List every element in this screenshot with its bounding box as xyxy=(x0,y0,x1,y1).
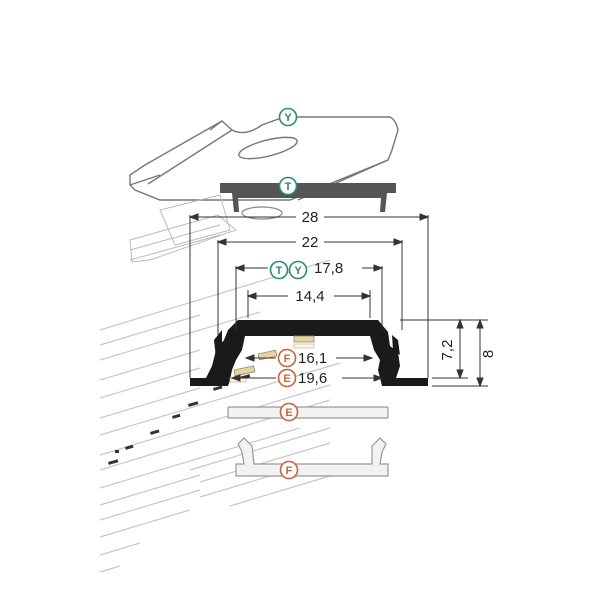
dim-8-label: 8 xyxy=(480,350,497,358)
badge-e-diffuser: E xyxy=(279,402,299,422)
badge-e-dim: E xyxy=(277,368,297,388)
badge-e-dim-label: E xyxy=(283,373,290,385)
badge-y-top-label: Y xyxy=(284,112,292,124)
diffuser-e xyxy=(227,406,389,419)
badge-f-diffuser-label: F xyxy=(286,465,293,477)
dim-14-4-label: 14,4 xyxy=(295,288,324,305)
dim-7-2-label: 7,2 xyxy=(439,340,456,361)
dimension-lines xyxy=(188,213,488,388)
perspective-lines xyxy=(99,259,341,573)
main-profile xyxy=(190,320,428,386)
dim-19-6-label: 19,6 xyxy=(298,370,327,387)
badge-f-dim: F xyxy=(277,348,297,368)
dim-22-label: 22 xyxy=(302,234,319,251)
badge-t-dim-label: T xyxy=(276,265,283,277)
dim-16-1-label: 16,1 xyxy=(298,350,327,367)
led-strips xyxy=(229,335,315,383)
badge-t-cover: T xyxy=(278,176,298,196)
cover-t xyxy=(129,183,396,263)
diffuser-f xyxy=(235,437,389,477)
badge-y-top: Y xyxy=(278,107,298,127)
badge-t-dim: T xyxy=(269,260,289,280)
badge-f-diffuser: F xyxy=(279,460,299,480)
badge-e-diffuser-label: E xyxy=(285,407,292,419)
badge-y-dim-label: Y xyxy=(294,265,302,277)
badge-f-dim-label: F xyxy=(284,353,291,365)
dim-17-8-label: 17,8 xyxy=(314,260,343,277)
badge-t-cover-label: T xyxy=(285,181,292,193)
dim-28-label: 28 xyxy=(302,209,319,226)
badge-y-dim: Y xyxy=(288,260,308,280)
